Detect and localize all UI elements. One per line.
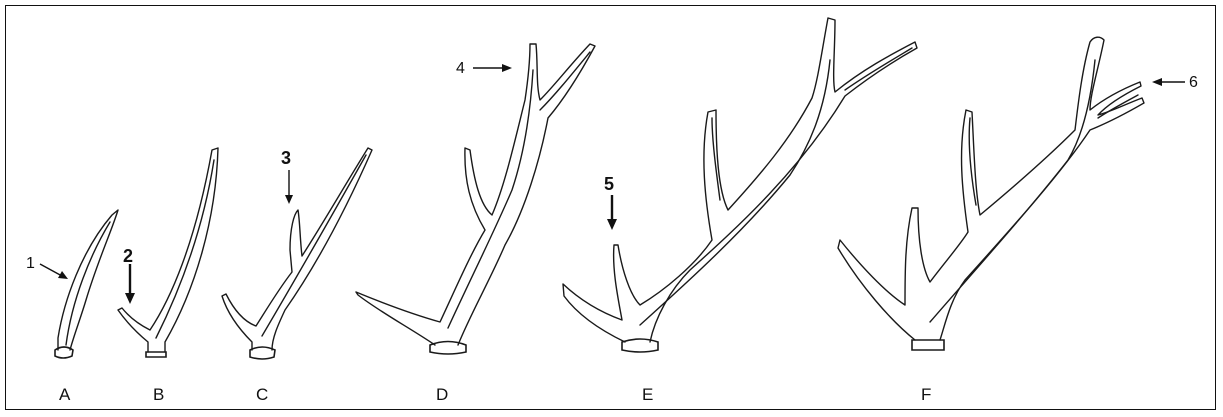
arrow-1	[40, 264, 68, 279]
label-b: B	[153, 385, 164, 404]
number-2: 2	[123, 246, 133, 266]
antler-f	[838, 37, 1144, 350]
antler-c	[222, 148, 372, 359]
label-a: A	[59, 385, 71, 404]
label-e: E	[642, 385, 653, 404]
antler-a	[55, 210, 118, 358]
antler-d	[356, 44, 595, 354]
number-5: 5	[604, 174, 614, 194]
number-4: 4	[456, 60, 465, 77]
arrow-4	[473, 64, 512, 72]
antler-e	[563, 18, 917, 352]
label-f: F	[921, 385, 931, 404]
arrow-5	[607, 195, 617, 230]
arrow-3	[285, 170, 293, 204]
number-1: 1	[26, 255, 35, 272]
label-d: D	[436, 385, 448, 404]
number-3: 3	[281, 148, 291, 168]
number-6: 6	[1189, 74, 1198, 91]
label-c: C	[256, 385, 268, 404]
arrow-2	[125, 264, 135, 304]
arrow-6	[1152, 78, 1185, 86]
